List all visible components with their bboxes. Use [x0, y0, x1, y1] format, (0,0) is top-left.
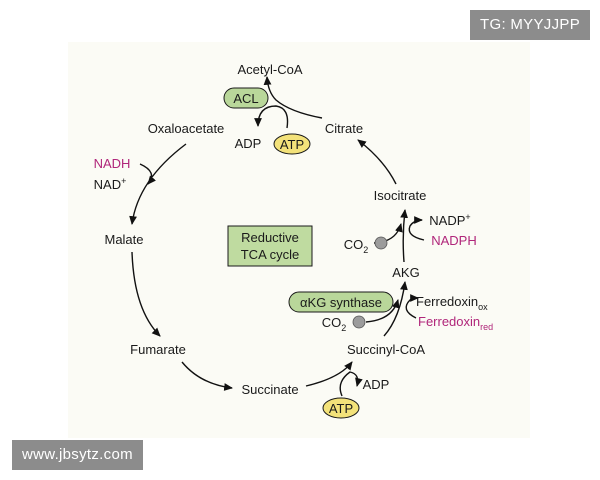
label-nadp: NADP+: [429, 212, 470, 228]
label-akg: AKG: [392, 265, 419, 280]
label-co2-akg: CO2: [322, 315, 347, 333]
diagram-panel: Reductive TCA cycle Acetyl-CoA Oxaloacet…: [68, 42, 530, 438]
arrow-oxaloacetate-to-malate: [129, 143, 187, 225]
label-succinate: Succinate: [241, 382, 298, 397]
arrow-isocitrate-to-citrate: [357, 139, 397, 185]
label-citrate: Citrate: [325, 121, 363, 136]
arrow-atp-adp-bottom: [339, 371, 363, 397]
label-co2-isocitrate: CO2: [344, 237, 369, 255]
acl-enzyme-pill: [223, 87, 269, 109]
arrow-ferredoxin-branch: [405, 294, 419, 319]
arrow-akg-to-isocitrate: [400, 209, 408, 263]
atp-top-ellipse: [273, 133, 311, 155]
atp-bottom-ellipse: [322, 397, 360, 419]
label-succinyl-coa: Succinyl-CoA: [347, 342, 425, 357]
label-atp-top: ATP: [280, 137, 304, 152]
label-adp-top: ADP: [235, 136, 262, 151]
akg-synthase-pill: [288, 291, 394, 313]
label-nadph: NADPH: [431, 233, 477, 248]
arrow-fumarate-to-succinate: [181, 361, 233, 391]
label-malate: Malate: [104, 232, 143, 247]
label-ferredoxin-red: Ferredoxinred: [418, 314, 493, 332]
label-fumarate: Fumarate: [130, 342, 186, 357]
center-box: [227, 225, 313, 267]
center-label-line2: TCA cycle: [241, 247, 300, 262]
arrow-succinate-to-succinylcoa: [305, 361, 353, 387]
arrow-nadh-nad: [139, 163, 157, 185]
co2-akg-ball: [352, 315, 366, 329]
watermark-bottom: www.jbsytz.com: [12, 440, 143, 470]
label-nadh: NADH: [94, 156, 131, 171]
label-acl: ACL: [233, 91, 258, 106]
arrow-co2-akg-branch: [365, 299, 400, 323]
arrow-nadph-nadp-branch: [408, 216, 425, 241]
label-oxaloacetate: Oxaloacetate: [148, 121, 225, 136]
co2-isocitrate-ball: [374, 236, 388, 250]
arrow-succinylcoa-to-akg: [383, 281, 408, 337]
reductive-tca-diagram: Reductive TCA cycle Acetyl-CoA Oxaloacet…: [94, 62, 493, 419]
label-nad: NAD+: [94, 176, 127, 192]
center-label-line1: Reductive: [241, 230, 299, 245]
label-ferredoxin-ox: Ferredoxinox: [416, 294, 488, 312]
watermark-top: TG: MYYJJPP: [470, 10, 590, 40]
arrow-malate-to-fumarate: [131, 251, 161, 337]
arrow-adp-atp-loop: [254, 105, 289, 129]
label-atp-bottom: ATP: [329, 401, 353, 416]
label-adp-bottom: ADP: [363, 377, 390, 392]
label-akg-synthase: αKG synthase: [300, 295, 382, 310]
arrow-citrate-to-acetylcoa: [263, 76, 323, 119]
label-isocitrate: Isocitrate: [374, 188, 427, 203]
label-acetyl-coa: Acetyl-CoA: [237, 62, 302, 77]
